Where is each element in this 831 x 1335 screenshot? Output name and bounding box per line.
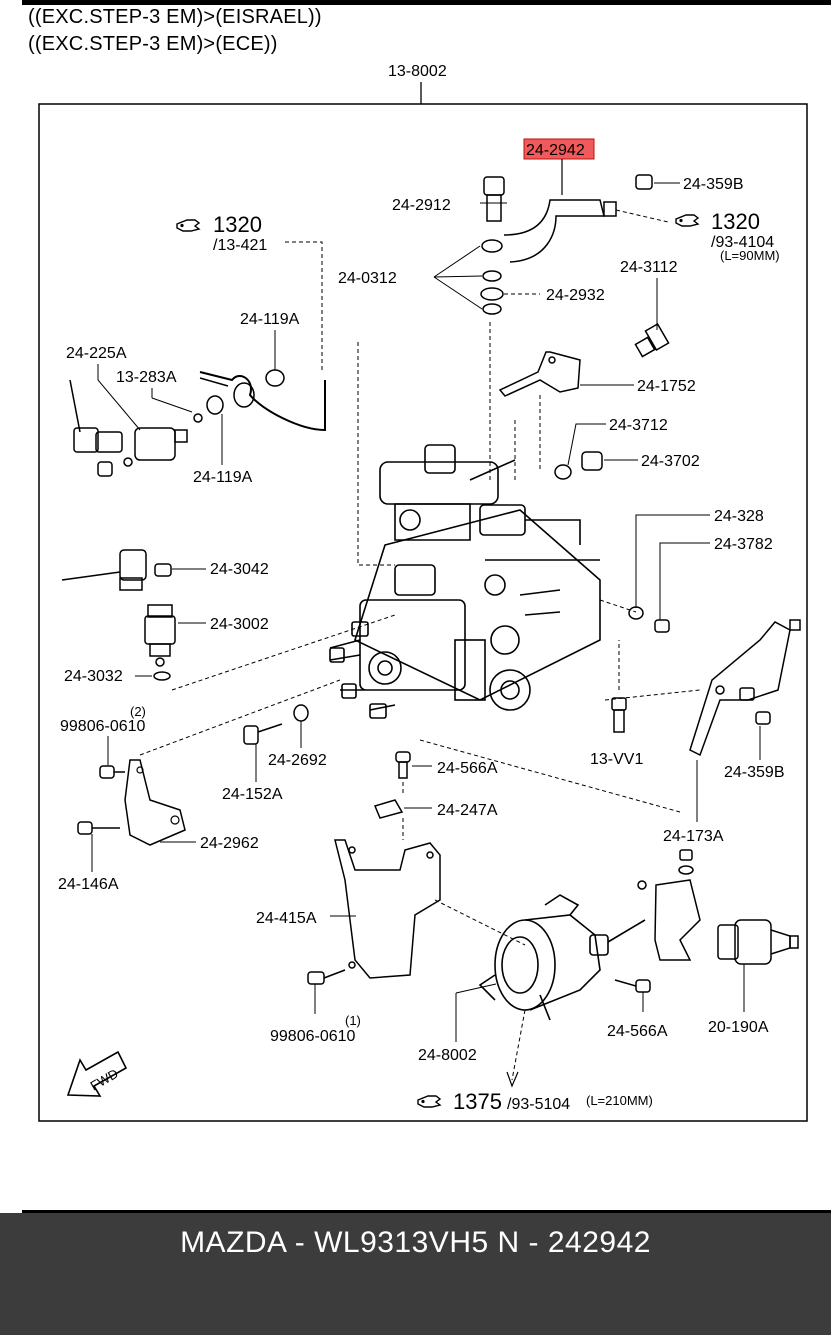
banjo-bolt-icon <box>480 174 653 315</box>
part-24-2932[interactable]: 24-2932 <box>546 287 605 304</box>
part-24-3042[interactable]: 24-3042 <box>210 561 269 578</box>
ref-right-len: (L=90MM) <box>720 248 780 263</box>
part-24-247A[interactable]: 24-247A <box>437 802 498 819</box>
fwd-arrow-icon: FWD <box>66 1050 128 1097</box>
top-rule <box>22 0 831 5</box>
ref-right-sub: /93-4104 <box>711 234 774 251</box>
part-99806-0610-top[interactable]: 99806-0610 <box>60 718 146 735</box>
ref-left-num: 1320 <box>213 212 262 237</box>
part-13-VV1[interactable]: 13-VV1 <box>590 751 643 768</box>
footer-bar <box>0 1213 831 1335</box>
part-24-2912[interactable]: 24-2912 <box>392 197 451 214</box>
ref-bottom-num: 1375 <box>453 1089 502 1114</box>
part-24-3702[interactable]: 24-3702 <box>641 453 700 470</box>
part-24-3032[interactable]: 24-3032 <box>64 668 123 685</box>
part-24-119A-bottom[interactable]: 24-119A <box>193 469 253 486</box>
part-20-190A[interactable]: 20-190A <box>708 1019 769 1036</box>
fwd-label: FWD <box>88 1066 121 1094</box>
header-line-2: ((EXC.STEP-3 EM)>(ECE)) <box>28 33 278 55</box>
part-24-359B-right[interactable]: 24-359B <box>724 764 785 781</box>
ref-right-num: 1320 <box>711 209 760 234</box>
part-24-3712[interactable]: 24-3712 <box>609 417 668 434</box>
vacuum-actuator-icon <box>478 894 646 1021</box>
part-24-2692[interactable]: 24-2692 <box>268 752 327 769</box>
part-24-152A[interactable]: 24-152A <box>222 786 283 803</box>
highlight-box <box>523 138 595 160</box>
frame-label: 13-8002 <box>388 63 447 80</box>
lever-icon <box>689 619 801 757</box>
part-24-2962[interactable]: 24-2962 <box>200 835 259 852</box>
bracket-icon <box>498 351 581 397</box>
footer-rule <box>22 1210 831 1213</box>
diagram-frame <box>38 103 808 1122</box>
part-24-0312[interactable]: 24-0312 <box>338 270 397 287</box>
screw-icon <box>634 322 670 358</box>
parts-diagram: 13-8002 24-2942 24-2912 24-359B 24-0312 … <box>38 63 808 1122</box>
part-99806-0610-bottom[interactable]: 99806-0610 <box>270 1028 356 1045</box>
part-24-173A[interactable]: 24-173A <box>663 828 724 845</box>
part-24-2942[interactable]: 24-2942 <box>526 142 585 159</box>
part-24-3002[interactable]: 24-3002 <box>210 616 269 633</box>
header-line-1: ((EXC.STEP-3 EM)>(EISRAEL)) <box>28 6 322 28</box>
part-24-328[interactable]: 24-328 <box>714 508 764 525</box>
part-24-8002[interactable]: 24-8002 <box>418 1047 477 1064</box>
footer-caption: MAZDA - WL9313VH5 N - 242942 <box>180 1226 651 1259</box>
part-24-225A[interactable]: 24-225A <box>66 345 127 362</box>
part-24-566A-top[interactable]: 24-566A <box>437 760 498 777</box>
solenoid-icon <box>61 549 176 667</box>
sensor-icon <box>69 379 203 477</box>
mount-bracket-icon <box>334 839 441 979</box>
part-24-1752[interactable]: 24-1752 <box>637 378 696 395</box>
part-24-119A-top[interactable]: 24-119A <box>240 311 300 328</box>
part-24-415A[interactable]: 24-415A <box>256 910 317 927</box>
bracket-plate-icon <box>124 759 186 846</box>
part-24-3782[interactable]: 24-3782 <box>714 536 773 553</box>
ref-bottom-sub: /93-5104 <box>507 1096 570 1113</box>
ref-bottom-len: (L=210MM) <box>586 1093 653 1108</box>
part-24-359B-top[interactable]: 24-359B <box>683 176 744 193</box>
part-13-283A[interactable]: 13-283A <box>116 369 177 386</box>
bolt-icon <box>99 765 115 779</box>
ref-left-sub: /13-421 <box>213 237 267 254</box>
part-24-566A-bottom[interactable]: 24-566A <box>607 1023 668 1040</box>
part-24-3112[interactable]: 24-3112 <box>620 259 678 276</box>
switch-icon <box>637 849 799 965</box>
qty-2: (2) <box>130 704 146 719</box>
qty-1: (1) <box>345 1013 361 1028</box>
part-24-146A[interactable]: 24-146A <box>58 876 119 893</box>
injection-pump-icon <box>329 444 601 719</box>
